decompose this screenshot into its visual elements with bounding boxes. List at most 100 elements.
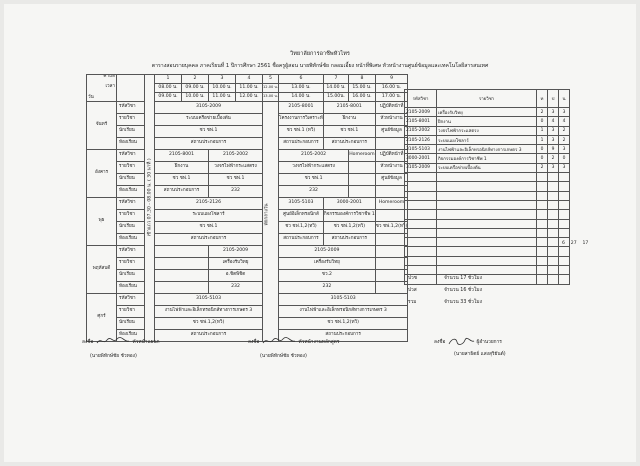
summary-label-1: ปวช — [408, 276, 417, 281]
period-3: 3 — [208, 74, 236, 84]
hours-practice: 4 — [547, 116, 559, 127]
tue-group-a: ชว ชฟ.1 — [154, 173, 209, 186]
corner-day: วัน — [88, 95, 94, 101]
time-start: 16.00 น. — [374, 83, 409, 93]
table-row: 2105-2002 วงจรไฟฟ้ากระแสตรง 1 3 2 — [404, 125, 570, 136]
mon-code-b: 2105-8001 — [278, 101, 324, 114]
summary-value-3: จำนวน 33 ชั่วโมง — [444, 300, 482, 305]
subject-code: 3000-2001 — [404, 153, 437, 164]
subject-code: 3105-2009 — [404, 162, 437, 174]
sign-prefix: ลงชื่อ — [248, 340, 260, 345]
period-6: 6 — [278, 74, 324, 84]
empty-row — [404, 255, 570, 267]
summary-label-3: รวม — [408, 300, 417, 305]
signature-scribble-icon — [448, 337, 475, 345]
college-title: วิทยาลัยการอาชีพหัวไทร — [290, 51, 350, 57]
mon-group-b: ชว ชฟ.1 (ทวิ) — [278, 125, 324, 138]
fri-name-b: งานไฟฟ้าและอิเล็กทรอนิกส์ทางการเกษตร 3 — [278, 305, 409, 318]
mon-group-a: ชว ชฟ.1 — [154, 125, 263, 138]
subject-name: เครื่องรับวิทยุ — [436, 106, 537, 118]
hours-practice: 3 — [547, 125, 559, 136]
thu-code-b: 2105-2009 — [278, 245, 376, 258]
mon-name-c: ฝึกงาน — [322, 113, 376, 126]
row-label: นักเรียน — [116, 125, 145, 138]
row-label: นักเรียน — [116, 317, 145, 330]
mon-duty-2: หัวหน้างาน — [374, 113, 409, 126]
summary-value-1: จำนวน 17 ชั่วโมง — [444, 276, 482, 281]
row-label: ห้องเรียน — [116, 185, 145, 198]
credits: 4 — [558, 116, 570, 127]
row-label: นักเรียน — [116, 269, 145, 282]
signature-3-name: (นายสาธิตย์ แสงสุริยันต์) — [454, 352, 506, 357]
tue-group-b: ชว ชฟ.1 — [208, 173, 263, 186]
mon-name-a: ระบบเครือข่ายเบื้องต้น — [154, 113, 263, 126]
side-header: น — [558, 89, 570, 108]
time-end: 10.00 น. — [181, 92, 209, 102]
mon-room-b: สถานประกอบการ — [278, 137, 324, 150]
period-8: 8 — [348, 74, 376, 84]
empty-row — [404, 246, 570, 257]
mon-group-c: ชว ชฟ.1 — [322, 125, 376, 138]
table-row: 3000-2001 กิจกรรมองค์การวิชาชีพ 1 0 2 0 — [404, 153, 570, 164]
side-header: รายวิชา — [436, 89, 537, 108]
side-header: ท — [536, 89, 548, 108]
hours-practice: 3 — [547, 134, 559, 146]
time-start: 11.00 น. — [235, 83, 263, 93]
fri-group-b: ชว ชฟ.1,2(ทวิ) — [278, 317, 409, 330]
schedule-table: คาบที่ เวลา วัน เข้าแถว 07.30 - 08.00 น.… — [86, 74, 409, 342]
day-monday: จันทร์ — [86, 101, 117, 150]
row-label: ห้องเรียน — [116, 137, 145, 150]
signature-2-name: (นายพิทักษ์ชัย ชัวทอง) — [260, 354, 307, 359]
corner-period: คาบที่ — [103, 74, 115, 79]
summary-label-2: ปวส — [408, 288, 417, 293]
lunch-note: พักกลางวัน — [264, 203, 270, 226]
signature-1-name: (นายพิทักษ์ชัย ชัวทอง) — [90, 354, 137, 359]
time-start: 15.00 น. — [348, 83, 376, 93]
wed-group-b: ชว ชฟ.1,2(ทวิ) — [278, 221, 324, 234]
thu-name-b: เครื่องรับวิทยุ — [278, 257, 376, 270]
tue-duty-room: ศูนย์ข้อมูล — [374, 173, 409, 186]
mon-code-c: 2105-8001 — [322, 101, 376, 114]
subject-code: 2105-2009 — [404, 106, 437, 118]
tue-duty-2: หัวหน้างาน — [374, 161, 409, 174]
subject-code: 2105-2002 — [404, 125, 437, 136]
row-label: รหัสวิชา — [116, 101, 145, 114]
hours-theory: 1 — [536, 134, 548, 146]
mon-room-a: สถานประกอบการ — [154, 137, 263, 150]
time-end: 17.00 น. — [374, 92, 409, 102]
wed-room-a: สถานประกอบการ — [154, 233, 263, 246]
credits: 0 — [558, 153, 570, 164]
row-label: รายวิชา — [116, 113, 145, 126]
sign-role: หัวหน้าแผนก — [132, 340, 160, 345]
empty-row — [404, 172, 570, 183]
table-row: 2105-2126 ระบบแผงโซลาร์ 1 3 2 — [404, 134, 570, 146]
time-end: 13.00 น. — [261, 92, 280, 102]
side-header: ป — [547, 89, 559, 108]
mon-room-c: สถานประกอบการ — [322, 137, 376, 150]
signature-2: ลงชื่อ หัวหน้างานหลักสูตร — [248, 336, 339, 346]
wed-room-c: สถานประกอบการ — [322, 233, 376, 246]
time-start: 14.00 น. — [322, 83, 350, 93]
hours-practice: 9 — [547, 144, 559, 155]
signature-scribble-icon — [262, 337, 296, 344]
period-2: 2 — [181, 74, 209, 84]
subject-summary-table: รหัสวิชา รายวิชา ท ป น 2105-2009 เครื่อง… — [404, 89, 570, 285]
day-thursday: พฤหัสบดี — [86, 245, 117, 294]
corner-time: เวลา — [105, 84, 115, 89]
credits: 3 — [558, 144, 570, 155]
wed-code-b: 3105-5103 — [278, 197, 324, 210]
thu-group-b: ชว.2 — [278, 269, 376, 282]
thu-name-a: เครื่องรับวิทยุ — [208, 257, 263, 270]
fri-name-a: งานไฟฟ้าและอิเล็กทรอนิกส์ทางการเกษตร 3 — [154, 305, 263, 318]
row-label: รหัสวิชา — [116, 293, 145, 306]
empty-row — [404, 190, 570, 201]
time-end: 14.00 น. — [278, 92, 324, 102]
tue-code-b: 2105-2002 — [208, 149, 263, 162]
homeroom-note: เข้าแถว 07.30 - 08.00 น. ( 30 นาที ) — [147, 158, 153, 237]
signature-scribble-icon — [96, 337, 130, 344]
time-end: 09.00 น. — [154, 92, 182, 102]
hours-theory: 0 — [536, 153, 548, 164]
fri-code-b: 3105-5103 — [278, 293, 409, 306]
credits: 3 — [558, 162, 570, 174]
fri-group-a: ชว ชฟ.1,2(ทวิ) — [154, 317, 263, 330]
